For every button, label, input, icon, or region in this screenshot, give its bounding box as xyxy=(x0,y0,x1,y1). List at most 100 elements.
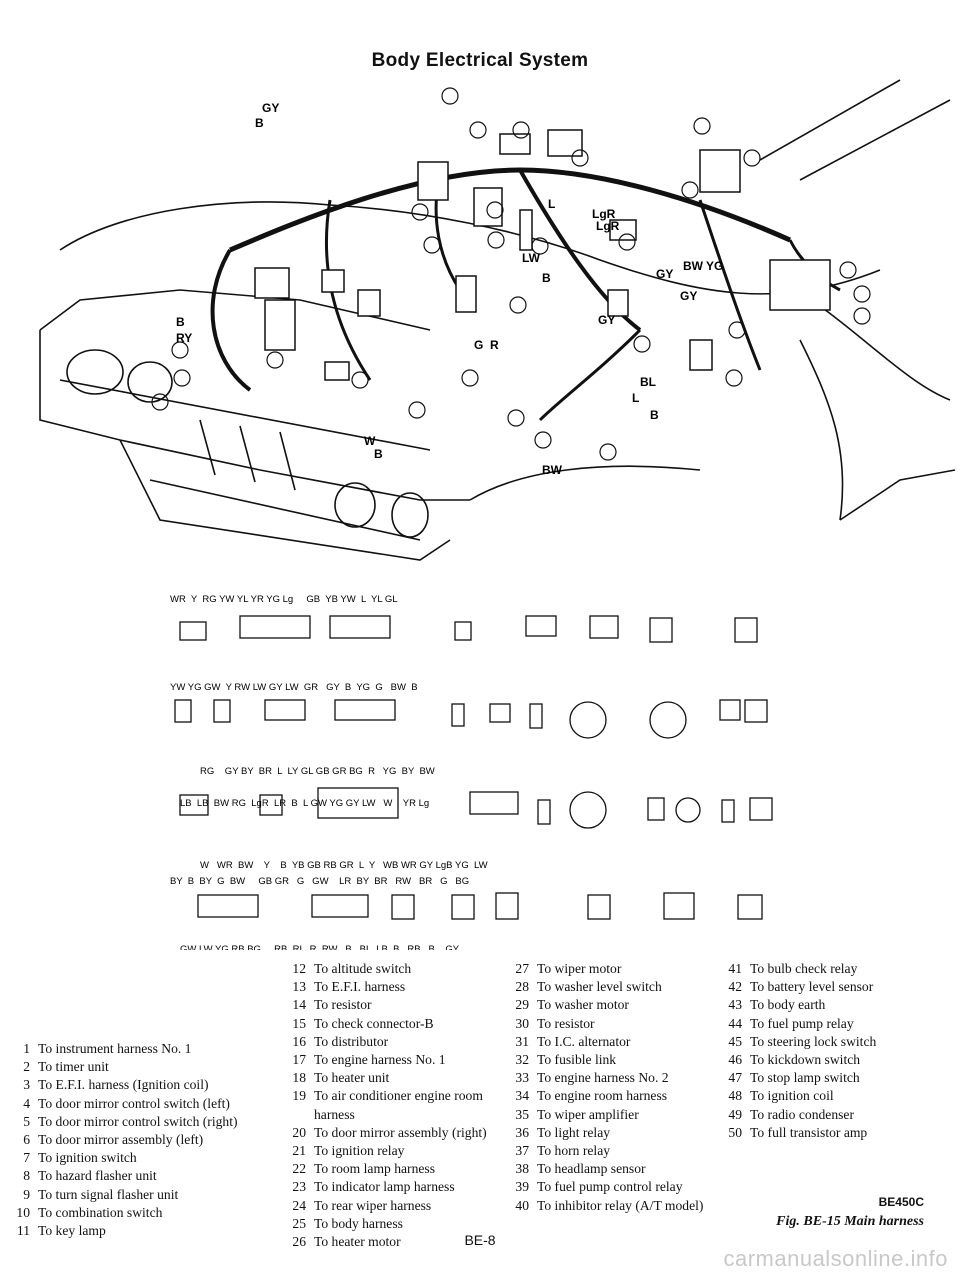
legend-number: 21 xyxy=(292,1143,306,1159)
legend-number: 25 xyxy=(292,1215,306,1231)
wire-color-callout: W xyxy=(364,434,376,448)
legend-text: To engine harness No. 2 xyxy=(537,1070,669,1086)
legend-number: 5 xyxy=(23,1113,30,1129)
wire-color-callout: GY xyxy=(262,101,279,115)
legend-text: To headlamp sensor xyxy=(537,1161,646,1177)
connector-wire-codes: WR Y RG YW YL YR YG Lg GB YB YW L YL GL xyxy=(170,594,398,605)
legend-number: 14 xyxy=(292,997,306,1013)
legend-item: 41 To bulb check relay xyxy=(720,960,955,978)
legend-text: To door mirror control switch (left) xyxy=(38,1095,230,1111)
connector-wire-codes: BY B BY G BW GB GR G GW LR BY BR RW BR G… xyxy=(170,876,469,887)
legend-text: To inhibitor relay (A/T model) xyxy=(537,1197,704,1213)
wire-color-callout: BL xyxy=(640,375,656,389)
wire-color-callout: GY xyxy=(656,267,673,281)
legend-text: To ignition coil xyxy=(750,1088,834,1104)
wire-color-callout: B xyxy=(255,116,264,130)
legend-text: harness xyxy=(314,1106,355,1122)
legend-text: To check connector-B xyxy=(314,1015,434,1031)
legend-text: To turn signal flasher unit xyxy=(38,1186,179,1202)
connector-wire-codes: YW YG GW Y RW LW GY LW GR GY B YG G BW B xyxy=(170,682,418,693)
connector-wire-codes: W WR BW Y B YB GB RB GR L Y WB WR GY LgB… xyxy=(200,860,488,871)
legend-text: To timer unit xyxy=(38,1059,109,1075)
legend-text: To bulb check relay xyxy=(750,961,858,976)
legend-text: To indicator lamp harness xyxy=(314,1179,455,1195)
legend-text: To full transistor amp xyxy=(750,1124,868,1140)
legend-item: 34 To engine room harness xyxy=(507,1087,747,1105)
legend-number: 34 xyxy=(515,1088,529,1104)
legend-text: To ignition relay xyxy=(314,1143,405,1159)
legend-item: 14 To resistor xyxy=(284,996,524,1014)
legend-text: To washer level switch xyxy=(537,979,662,995)
legend-number: 26 xyxy=(292,1234,306,1250)
legend-number: 4 xyxy=(23,1095,30,1111)
legend-number: 32 xyxy=(515,1052,529,1068)
legend-text: To body earth xyxy=(750,997,826,1013)
legend-number: 11 xyxy=(16,1223,30,1239)
legend-text: To distributor xyxy=(314,1033,389,1049)
legend-number: 33 xyxy=(515,1070,529,1086)
wire-color-callout: B xyxy=(542,271,551,285)
wire-color-callout: GY xyxy=(598,313,615,327)
legend-text: To door mirror assembly (left) xyxy=(38,1132,204,1148)
legend-number: 30 xyxy=(515,1015,529,1031)
legend-item: 18 To heater unit xyxy=(284,1069,524,1087)
legend-number: 13 xyxy=(292,979,306,995)
legend-number: 18 xyxy=(292,1070,306,1086)
legend-text: To resistor xyxy=(314,997,372,1013)
wire-color-callout: GY xyxy=(680,289,697,303)
legend-number: 27 xyxy=(515,961,529,976)
legend-number: 45 xyxy=(728,1033,742,1049)
legend-number: 10 xyxy=(16,1204,30,1220)
legend-item: 37 To horn relay xyxy=(507,1142,747,1160)
legend-number: 37 xyxy=(515,1143,529,1159)
wire-color-callout: G xyxy=(474,338,483,352)
legend-number: 50 xyxy=(728,1124,742,1140)
legend-number: 17 xyxy=(292,1052,306,1068)
legend-item: 11 To key lamp xyxy=(8,1222,273,1240)
legend-number: 7 xyxy=(23,1150,30,1166)
legend-number: 1 xyxy=(23,1041,30,1056)
legend-item: 10 To combination switch xyxy=(8,1204,273,1222)
legend-text: To combination switch xyxy=(38,1204,163,1220)
legend-number: 8 xyxy=(23,1168,30,1184)
legend-text: To engine room harness xyxy=(537,1088,668,1104)
legend-text: To E.F.I. harness xyxy=(314,979,406,995)
legend-text: To heater unit xyxy=(314,1070,390,1086)
wire-color-callout: YG xyxy=(706,259,723,273)
legend-text: To key lamp xyxy=(38,1223,106,1239)
legend-number: 47 xyxy=(728,1070,742,1086)
legend-number: 3 xyxy=(23,1077,30,1093)
legend-number: 24 xyxy=(292,1197,306,1213)
wire-color-callout: B xyxy=(374,447,383,461)
legend-text: To fusible link xyxy=(537,1052,617,1068)
legend-number: 38 xyxy=(515,1161,529,1177)
figure-code: BE450C xyxy=(878,1195,924,1209)
wire-color-callout: B xyxy=(650,408,659,422)
connector-wire-codes: GW LW YG RB BG RB RL R RW B BL LB B RB B… xyxy=(180,944,460,950)
legend-text: To I.C. alternator xyxy=(537,1033,631,1049)
legend-item: 33 To engine harness No. 2 xyxy=(507,1069,747,1087)
legend-number: 44 xyxy=(728,1015,742,1031)
connector-wire-codes: RG GY BY BR L LY GL GB GR BG R YG BY BW xyxy=(200,766,435,777)
legend-number: 41 xyxy=(728,961,742,976)
wire-color-callout: L xyxy=(548,197,555,211)
legend-text: To horn relay xyxy=(537,1143,611,1159)
legend-item: 38 To headlamp sensor xyxy=(507,1160,747,1178)
